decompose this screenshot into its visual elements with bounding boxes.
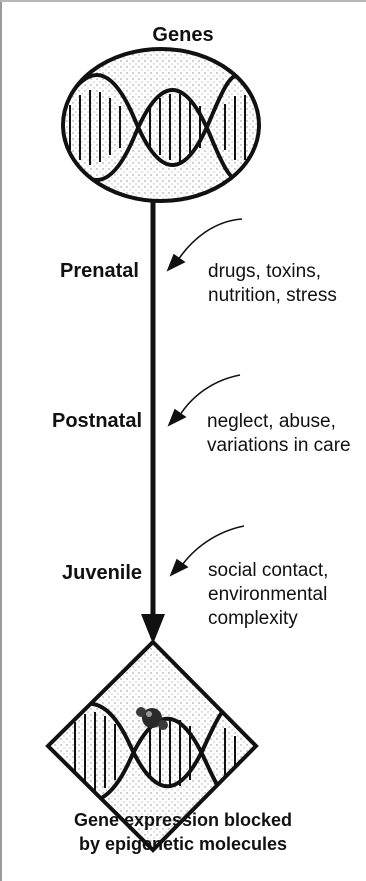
stage-factors-postnatal: neglect, abuse, variations in care: [207, 411, 351, 456]
curved-arrow-icon: [167, 374, 241, 427]
epigenetic-molecule-icon: [136, 707, 168, 730]
stage-label-postnatal: Postnatal: [52, 410, 143, 432]
stage-label-prenatal: Prenatal: [60, 260, 139, 282]
bottom-caption-line1: Gene expression blocked: [73, 810, 293, 830]
genes-ellipse: [61, 47, 261, 203]
curved-arrow-icon: [169, 525, 245, 577]
genes-label: Genes: [152, 24, 214, 46]
stage-label-juvenile: Juvenile: [62, 562, 143, 584]
bottom-caption-line2: by epigenetic molecules: [78, 834, 288, 854]
curved-arrow-icon: [166, 218, 243, 272]
top-border: [0, 0, 366, 2]
stage-factors-juvenile: social contact, environmental complexity: [208, 560, 329, 629]
left-border: [0, 0, 2, 881]
timeline-arrow: [141, 201, 165, 644]
stage-factors-prenatal: drugs, toxins, nutrition, stress: [208, 261, 337, 306]
bottom-caption: Gene expression blocked by epigenetic mo…: [0, 808, 366, 856]
